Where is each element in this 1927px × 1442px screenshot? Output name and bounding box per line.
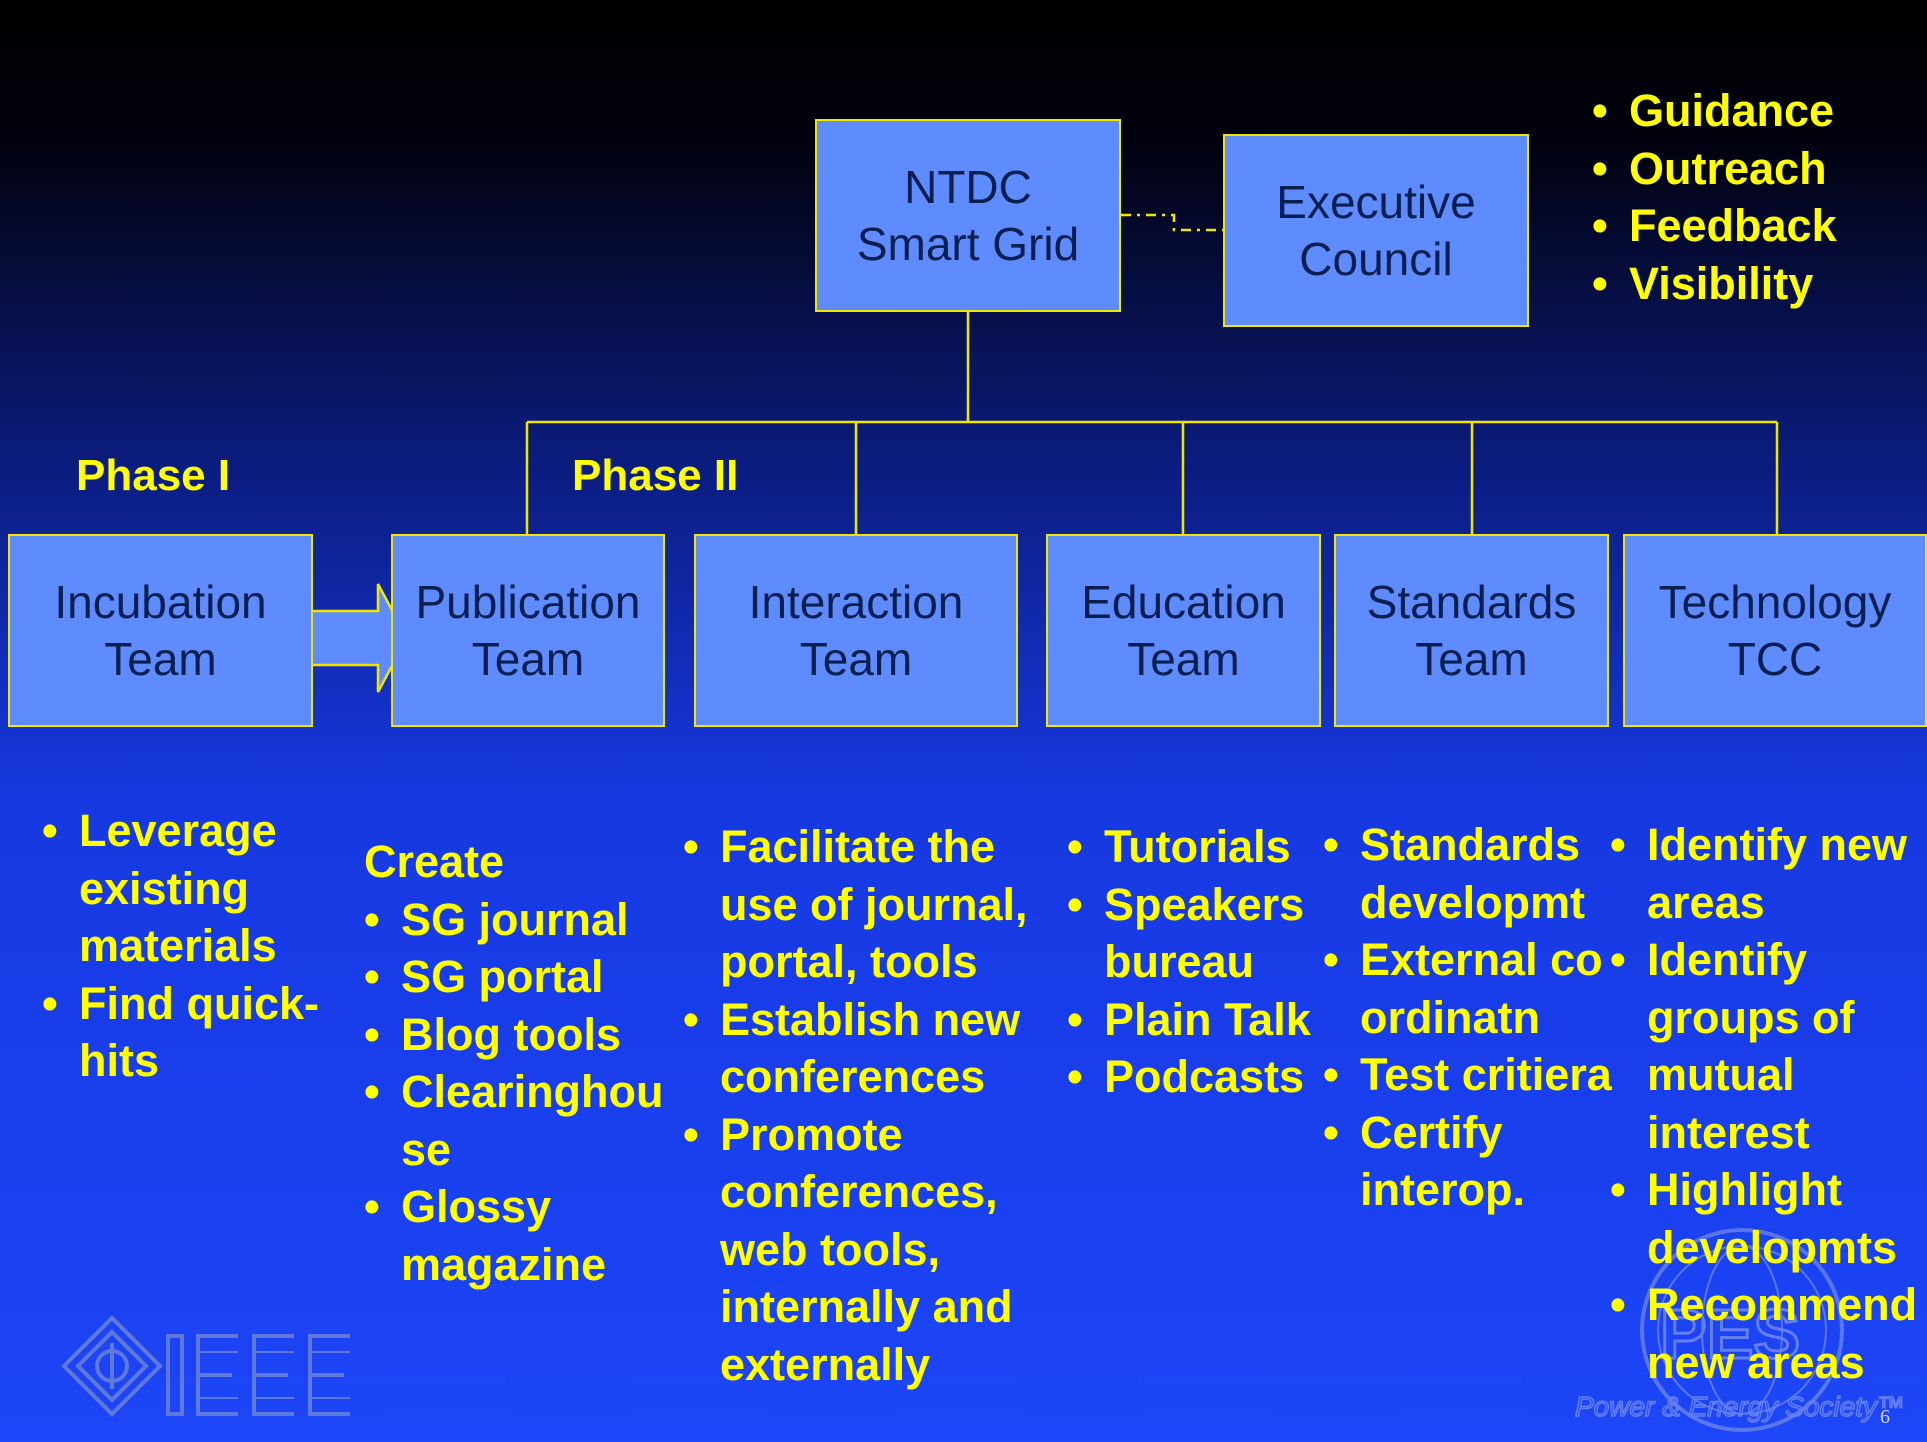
task-item: SG journal: [364, 891, 664, 949]
ntdc-line1: NTDC: [904, 160, 1032, 213]
ieee-logo: [61, 1315, 350, 1417]
task-item: Certify interop.: [1323, 1104, 1613, 1219]
education-team-box: Education Team: [1046, 534, 1321, 727]
publication-team-box: Publication Team: [391, 534, 665, 727]
task-item: Leverage existing materials: [42, 802, 332, 975]
council-role-item: Outreach: [1592, 140, 1912, 198]
council-roles-list: Guidance Outreach Feedback Visibility: [1592, 82, 1912, 312]
team-name-line1: Interaction: [748, 575, 964, 628]
dashed-council-link: [1121, 213, 1223, 232]
team-name-line2: Team: [471, 632, 585, 685]
incubation-team-box: Incubation Team: [8, 534, 313, 727]
task-item: Standards developmt: [1323, 816, 1613, 931]
council-role-item: Guidance: [1592, 82, 1912, 140]
task-item: Identify new areas: [1610, 816, 1926, 931]
executive-council-box: Executive Council: [1223, 134, 1529, 327]
ntdc-line2: Smart Grid: [856, 217, 1080, 270]
standards-tasks-list: Standards developmt External coordinatn …: [1323, 816, 1613, 1219]
task-item: Identify groups of mutual interest: [1610, 931, 1926, 1161]
council-role-item: Feedback: [1592, 197, 1912, 255]
task-item: Promote conferences, web tools, internal…: [683, 1106, 1058, 1394]
phase-1-label: Phase I: [76, 451, 231, 500]
technology-tcc-box: Technology TCC: [1623, 534, 1927, 727]
task-item: Blog tools: [364, 1006, 664, 1064]
team-name-line2: Team: [799, 632, 913, 685]
ntdc-smart-grid-box: NTDC Smart Grid: [815, 119, 1121, 312]
technology-tasks-list: Identify new areas Identify groups of mu…: [1610, 816, 1926, 1391]
task-item: Establish new conferences: [683, 991, 1058, 1106]
team-name-line2: Team: [1415, 632, 1528, 685]
incubation-tasks-list: Leverage existing materials Find quick-h…: [42, 802, 332, 1090]
team-name-line2: Team: [104, 632, 217, 685]
team-name-line2: Team: [1127, 632, 1240, 685]
team-name-line1: Standards: [1366, 575, 1577, 628]
task-item: Find quick-hits: [42, 975, 332, 1090]
task-item: SG portal: [364, 948, 664, 1006]
pes-tagline: Power & Energy Society™: [1575, 1391, 1905, 1422]
team-name-line1: Incubation: [54, 575, 267, 628]
task-item: Tutorials: [1067, 818, 1335, 876]
task-item: Podcasts: [1067, 1048, 1335, 1106]
team-name-line1: Technology: [1658, 575, 1892, 628]
phase-2-label: Phase II: [572, 451, 739, 500]
publication-intro: Create: [364, 836, 505, 887]
interaction-tasks-list: Facilitate the use of journal, portal, t…: [683, 818, 1058, 1393]
page-number: 6: [1880, 1406, 1890, 1428]
team-name-line1: Education: [1081, 575, 1286, 628]
task-item: Test critiera: [1323, 1046, 1613, 1104]
task-item: Speakers bureau: [1067, 876, 1335, 991]
interaction-team-box: Interaction Team: [694, 534, 1018, 727]
task-item: Recommend new areas: [1610, 1276, 1926, 1391]
task-item: Clearinghouse: [364, 1063, 664, 1178]
task-item: Highlight developmts: [1610, 1161, 1926, 1276]
task-item: External coordinatn: [1323, 931, 1613, 1046]
team-name-line2: TCC: [1727, 632, 1823, 685]
standards-team-box: Standards Team: [1334, 534, 1609, 727]
ieee-diamond-icon: [61, 1315, 163, 1417]
team-name-line1: Publication: [415, 575, 641, 628]
council-line1: Executive: [1276, 175, 1476, 228]
task-item: Glossy magazine: [364, 1178, 664, 1293]
education-tasks-list: Tutorials Speakers bureau Plain Talk Pod…: [1067, 818, 1335, 1106]
council-role-item: Visibility: [1592, 255, 1912, 313]
task-item: Facilitate the use of journal, portal, t…: [683, 818, 1058, 991]
publication-tasks-list: Create SG journal SG portal Blog tools C…: [364, 833, 664, 1293]
task-item: Plain Talk: [1067, 991, 1335, 1049]
council-line2: Council: [1299, 232, 1453, 285]
